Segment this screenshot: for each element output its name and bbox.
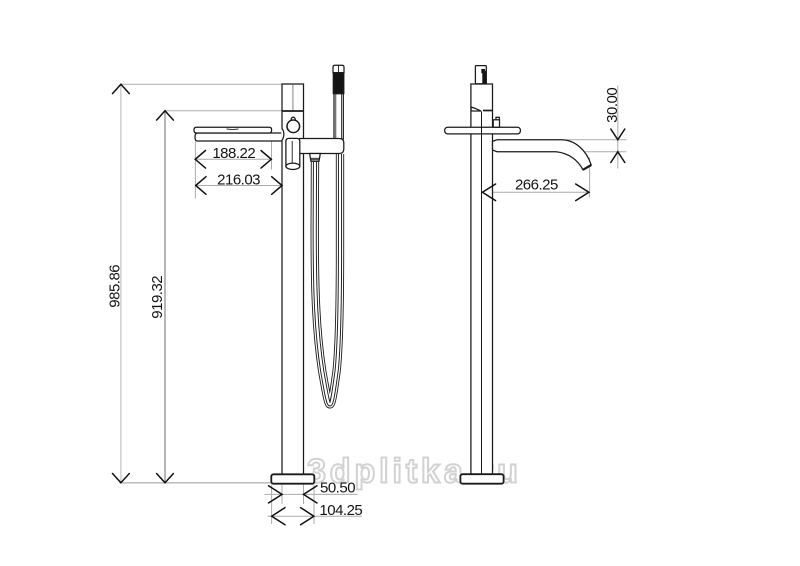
svg-text:30.00: 30.00 xyxy=(604,88,621,123)
svg-text:216.03: 216.03 xyxy=(217,172,260,189)
svg-text:188.22: 188.22 xyxy=(212,145,255,162)
svg-text:50.50: 50.50 xyxy=(320,479,355,496)
svg-text:985.86: 985.86 xyxy=(106,265,123,308)
svg-text:919.32: 919.32 xyxy=(149,276,166,319)
svg-text:266.25: 266.25 xyxy=(515,176,558,193)
svg-text:104.25: 104.25 xyxy=(319,502,362,519)
